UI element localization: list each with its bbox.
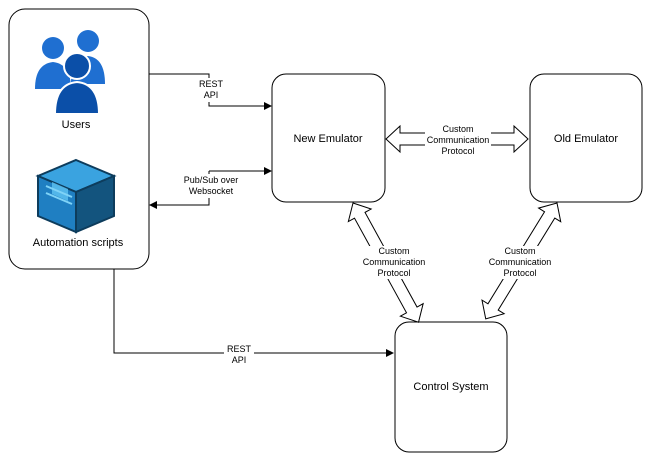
edge-new-old-label-line3: Protocol — [441, 146, 474, 156]
edge-new-control-label-line2: Communication — [363, 257, 426, 267]
control-system-box — [394, 321, 508, 453]
edge-pubsub-label-line1: Pub/Sub over — [184, 175, 239, 185]
edge-new-old-label-line2: Communication — [427, 135, 490, 145]
edge-rest-top-label-line2: API — [204, 90, 219, 100]
edge-old-control-label-line3: Protocol — [503, 268, 536, 278]
automation-scripts-label: Automation scripts — [33, 237, 124, 249]
edge-new-control-label-line3: Protocol — [377, 268, 410, 278]
edge-new-control-label-line1: Custom — [378, 246, 409, 256]
edge-old-control-label-line2: Communication — [489, 257, 552, 267]
edge-old-control-label-line1: Custom — [504, 246, 535, 256]
package-cube-icon — [35, 158, 117, 234]
new-emulator-label: New Emulator — [293, 133, 362, 145]
old-emulator-label: Old Emulator — [554, 133, 619, 145]
edge-pubsub-label-line2: Websocket — [189, 186, 234, 196]
control-system-label: Control System — [413, 381, 488, 393]
users-label: Users — [62, 119, 91, 131]
edge-rest-bottom-label-line1: REST — [227, 344, 252, 354]
users-group-icon — [35, 30, 105, 115]
edge-rest-bottom — [113, 269, 394, 357]
edge-rest-top-label-line1: REST — [199, 79, 224, 89]
new-emulator-box — [271, 73, 386, 203]
old-emulator-box — [529, 73, 643, 203]
edge-rest-bottom-label-line2: API — [232, 355, 247, 365]
edge-new-old-label-line1: Custom — [442, 124, 473, 134]
